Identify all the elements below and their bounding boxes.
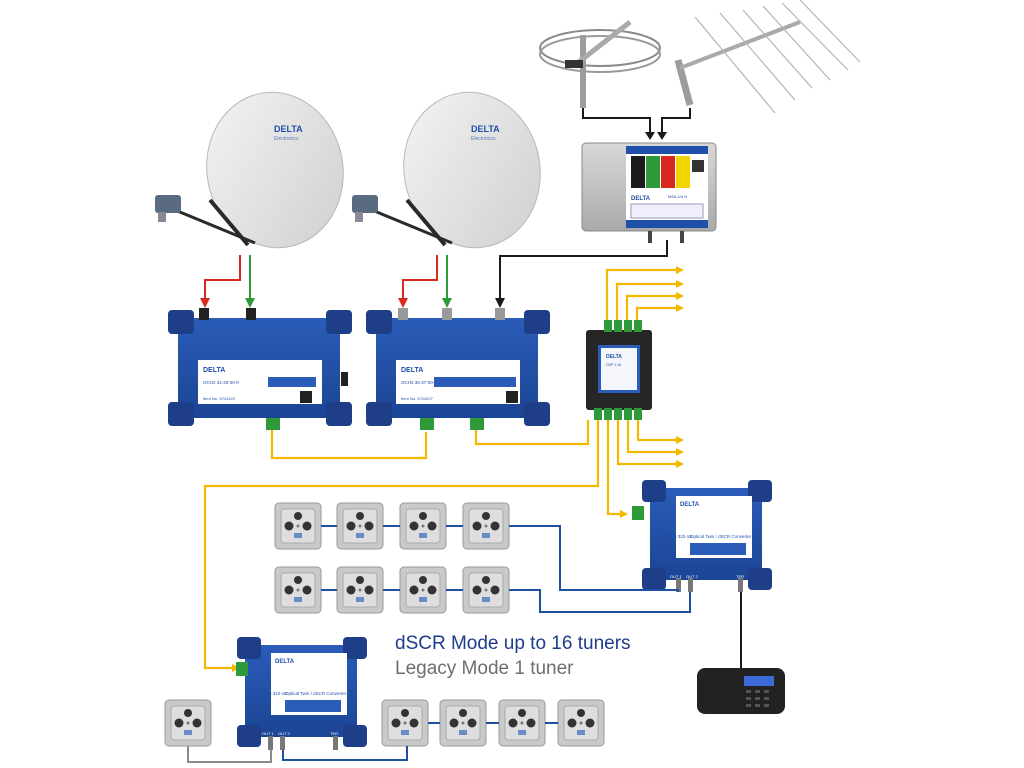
- conv2-out1: OUT 1: [262, 731, 274, 736]
- wall-outlet: [274, 566, 322, 614]
- conv1-desc: Optical Twin / dSCR Converter: [690, 534, 752, 539]
- wall-outlet: [164, 699, 212, 747]
- conv2-brand: DELTA: [275, 659, 295, 665]
- conv1-brand: DELTA: [680, 502, 700, 508]
- wall-outlet: [336, 566, 384, 614]
- wall-outlet: [274, 502, 322, 550]
- tx1-item-no: Item No. 5704120: [203, 396, 236, 401]
- dish-1-sub: Electronics: [274, 136, 299, 142]
- conv2-ter: TER: [330, 731, 338, 736]
- conv1-model: OTD 322-16: [667, 534, 692, 539]
- wall-outlet: [399, 502, 447, 550]
- antenna-cables: [582, 108, 691, 138]
- combiner-model: MSA 4/4 N: [668, 194, 687, 199]
- conv2-desc: Optical Twin / dSCR Converter: [285, 691, 347, 696]
- fiber-links: [203, 266, 684, 672]
- satellite-dish-2: DELTA Electronics: [352, 91, 541, 249]
- tx1-model: OCH2 31-33-00-0: [203, 380, 239, 385]
- wall-outlet: [439, 699, 487, 747]
- optical-converter-2: DELTA OTD 322-16 Optical Twin / dSCR Con…: [236, 637, 367, 750]
- dscr-mode-label: dSCR Mode up to 16 tuners: [395, 633, 631, 654]
- optical-transmitter-2: DELTA OCH2 35-37-00-0 Item No. 5704207: [366, 308, 550, 430]
- terrestrial-combiner: DELTA MSA 4/4 N: [581, 142, 717, 243]
- optical-splitter: DELTA OSP 1:16: [586, 320, 652, 420]
- wall-outlet: [498, 699, 546, 747]
- tx2-item-no: Item No. 5704207: [401, 396, 434, 401]
- yagi-antenna: [674, 0, 861, 114]
- wall-outlet: [399, 566, 447, 614]
- lnb-cables: [204, 240, 668, 302]
- legacy-coax-link: [187, 746, 272, 763]
- wall-outlet: [336, 502, 384, 550]
- tx1-brand: DELTA: [203, 367, 225, 374]
- splitter-brand: DELTA: [606, 354, 622, 360]
- dish-2-sub: Electronics: [471, 136, 496, 142]
- outlet-row-bottom: [164, 699, 605, 747]
- conv1-ter: TER: [736, 574, 744, 579]
- wall-outlet: [462, 502, 510, 550]
- tx2-model: OCH2 35-37-00-0: [401, 380, 437, 385]
- dish-1-brand: DELTA: [274, 124, 303, 134]
- satellite-dish-1: DELTA Electronics: [155, 91, 344, 249]
- wall-outlet: [381, 699, 429, 747]
- conv2-model: OTD 322-16: [262, 691, 287, 696]
- wall-outlet: [462, 566, 510, 614]
- legacy-mode-label: Legacy Mode 1 tuner: [395, 658, 574, 679]
- splitter-model: OSP 1:16: [606, 363, 621, 367]
- combiner-brand: DELTA: [631, 196, 651, 202]
- conv2-out2: OUT 2: [278, 731, 290, 736]
- conv1-out2: OUT 2: [686, 574, 698, 579]
- tx2-brand: DELTA: [401, 367, 423, 374]
- fm-ring-antenna: [539, 20, 661, 108]
- optical-transmitter-1: DELTA OCH2 31-33-00-0 Item No. 5704120: [168, 308, 352, 430]
- dab-radio: [697, 668, 785, 714]
- dish-2-brand: DELTA: [471, 124, 500, 134]
- coax-links: [282, 525, 691, 761]
- conv1-out1: OUT 1: [670, 574, 682, 579]
- wall-outlet: [557, 699, 605, 747]
- optical-converter-1: DELTA OTD 322-16 Optical Twin / dSCR Con…: [632, 480, 772, 592]
